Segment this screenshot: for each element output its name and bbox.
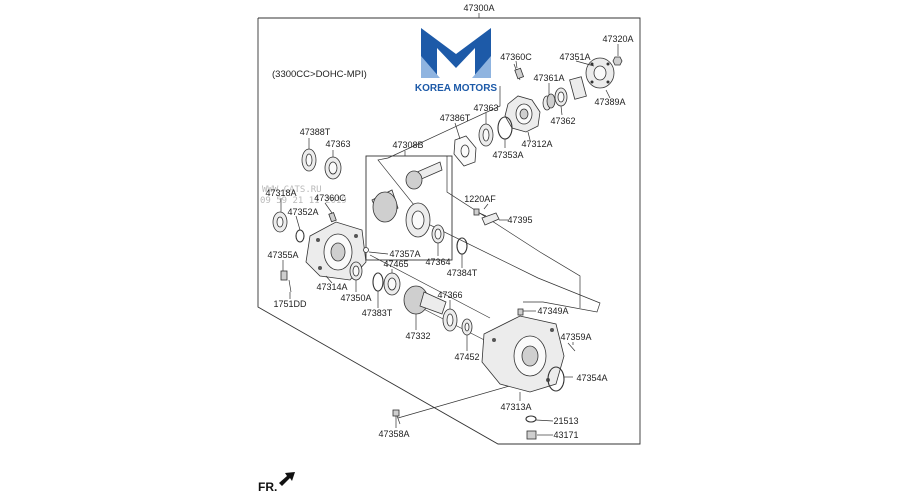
label-47363-left: 47363 <box>325 139 350 149</box>
label-1220AF: 1220AF <box>464 194 496 204</box>
label-47395: 47395 <box>507 215 532 225</box>
label-47363-top: 47363 <box>473 103 498 113</box>
part-43171-plug <box>526 430 537 440</box>
part-47352A-snap-ring <box>295 229 305 243</box>
part-47354A-oring <box>547 366 565 392</box>
sub-assembly-box-47308B <box>365 155 453 261</box>
front-direction-label: FR. <box>258 480 277 494</box>
part-47308B-gear-set <box>371 161 443 238</box>
label-47351A: 47351A <box>559 52 590 62</box>
part-47312A-rear-cover <box>504 95 541 133</box>
part-47358A-bolt <box>392 409 401 425</box>
label-1751DD: 1751DD <box>273 299 307 309</box>
label-47355A: 47355A <box>267 250 298 260</box>
label-47359A: 47359A <box>560 332 591 342</box>
label-47332: 47332 <box>405 331 430 341</box>
engine-note: (3300CC>DOHC-MPI) <box>272 69 367 80</box>
label-47312A: 47312A <box>521 139 552 149</box>
label-47313A: 47313A <box>500 402 531 412</box>
watermark-line-2: 09 59 21 11 2019 <box>260 196 347 206</box>
part-47383T-shim <box>372 272 384 292</box>
assembly-frame <box>257 17 641 445</box>
korea-motors-logo: KOREA MOTORS <box>415 28 498 94</box>
label-47360C-left: 47360C <box>314 193 346 203</box>
label-47386T: 47386T <box>440 113 471 123</box>
part-21513-washer <box>525 415 537 423</box>
internal-outline-bottom <box>397 382 521 419</box>
part-47363-top-bearing <box>478 123 494 147</box>
part-47452-seal <box>461 318 473 336</box>
internal-outline-mid <box>446 156 581 308</box>
label-47361A: 47361A <box>533 73 564 83</box>
part-47395-bracket <box>481 212 500 226</box>
label-47465: 47465 <box>383 259 408 269</box>
part-1220AF-bolt <box>473 208 487 217</box>
label-47357A: 47357A <box>389 249 420 259</box>
assembly-number: 47300A <box>463 3 494 13</box>
internal-outline-upper <box>377 86 601 313</box>
label-47384T: 47384T <box>447 268 478 278</box>
label-47452: 47452 <box>454 352 479 362</box>
part-1751DD-bolt <box>288 279 292 293</box>
part-47349A-pin <box>517 308 524 316</box>
label-47366: 47366 <box>437 290 462 300</box>
watermark-line-1: WWW.CATS.RU <box>262 185 322 195</box>
part-47313A-main-housing <box>481 315 565 393</box>
internal-outline-lower <box>369 254 491 319</box>
part-47359A-pin <box>567 342 576 352</box>
leader-lines <box>280 44 619 436</box>
label-47314A: 47314A <box>316 282 347 292</box>
label-47353A: 47353A <box>492 150 523 160</box>
label-47354A: 47354A <box>576 373 607 383</box>
part-47353A-oring <box>497 116 513 140</box>
label-47349A: 47349A <box>537 306 568 316</box>
brand-name: KOREA MOTORS <box>415 83 498 94</box>
label-47350A: 47350A <box>340 293 371 303</box>
part-47318A-seal <box>272 211 288 233</box>
part-47360C-bolt-top <box>513 63 525 81</box>
part-47361A-bearing <box>542 93 556 111</box>
part-47386T-gasket <box>453 135 477 167</box>
part-47350A-ring <box>349 261 363 281</box>
part-47360C-bolt-left <box>328 212 337 223</box>
part-47465-bearing <box>383 272 401 296</box>
part-47364-bearing <box>431 224 445 244</box>
label-47388T: 47388T <box>300 127 331 137</box>
label-47320A: 47320A <box>602 34 633 44</box>
part-47388T-seal <box>301 148 317 172</box>
part-47357A-plug <box>363 247 369 253</box>
part-47355A-switch <box>280 270 288 281</box>
part-47363-left-bearing <box>324 156 342 180</box>
label-47352A: 47352A <box>287 207 318 217</box>
label-43171: 43171 <box>553 430 578 440</box>
label-47308B: 47308B <box>392 140 423 150</box>
part-47362-seal <box>554 87 568 107</box>
label-47383T: 47383T <box>362 308 393 318</box>
label-47389A: 47389A <box>594 97 625 107</box>
part-47320A-nut <box>612 56 623 66</box>
label-47362: 47362 <box>550 116 575 126</box>
part-47332-output-shaft <box>403 285 447 315</box>
label-21513: 21513 <box>553 416 578 426</box>
label-47318A: 47318A <box>265 188 296 198</box>
part-47366-bearing <box>442 308 458 332</box>
label-47358A: 47358A <box>378 429 409 439</box>
arrow-front-icon <box>279 472 295 486</box>
label-47360C-top: 47360C <box>500 52 532 62</box>
label-47364: 47364 <box>425 257 450 267</box>
